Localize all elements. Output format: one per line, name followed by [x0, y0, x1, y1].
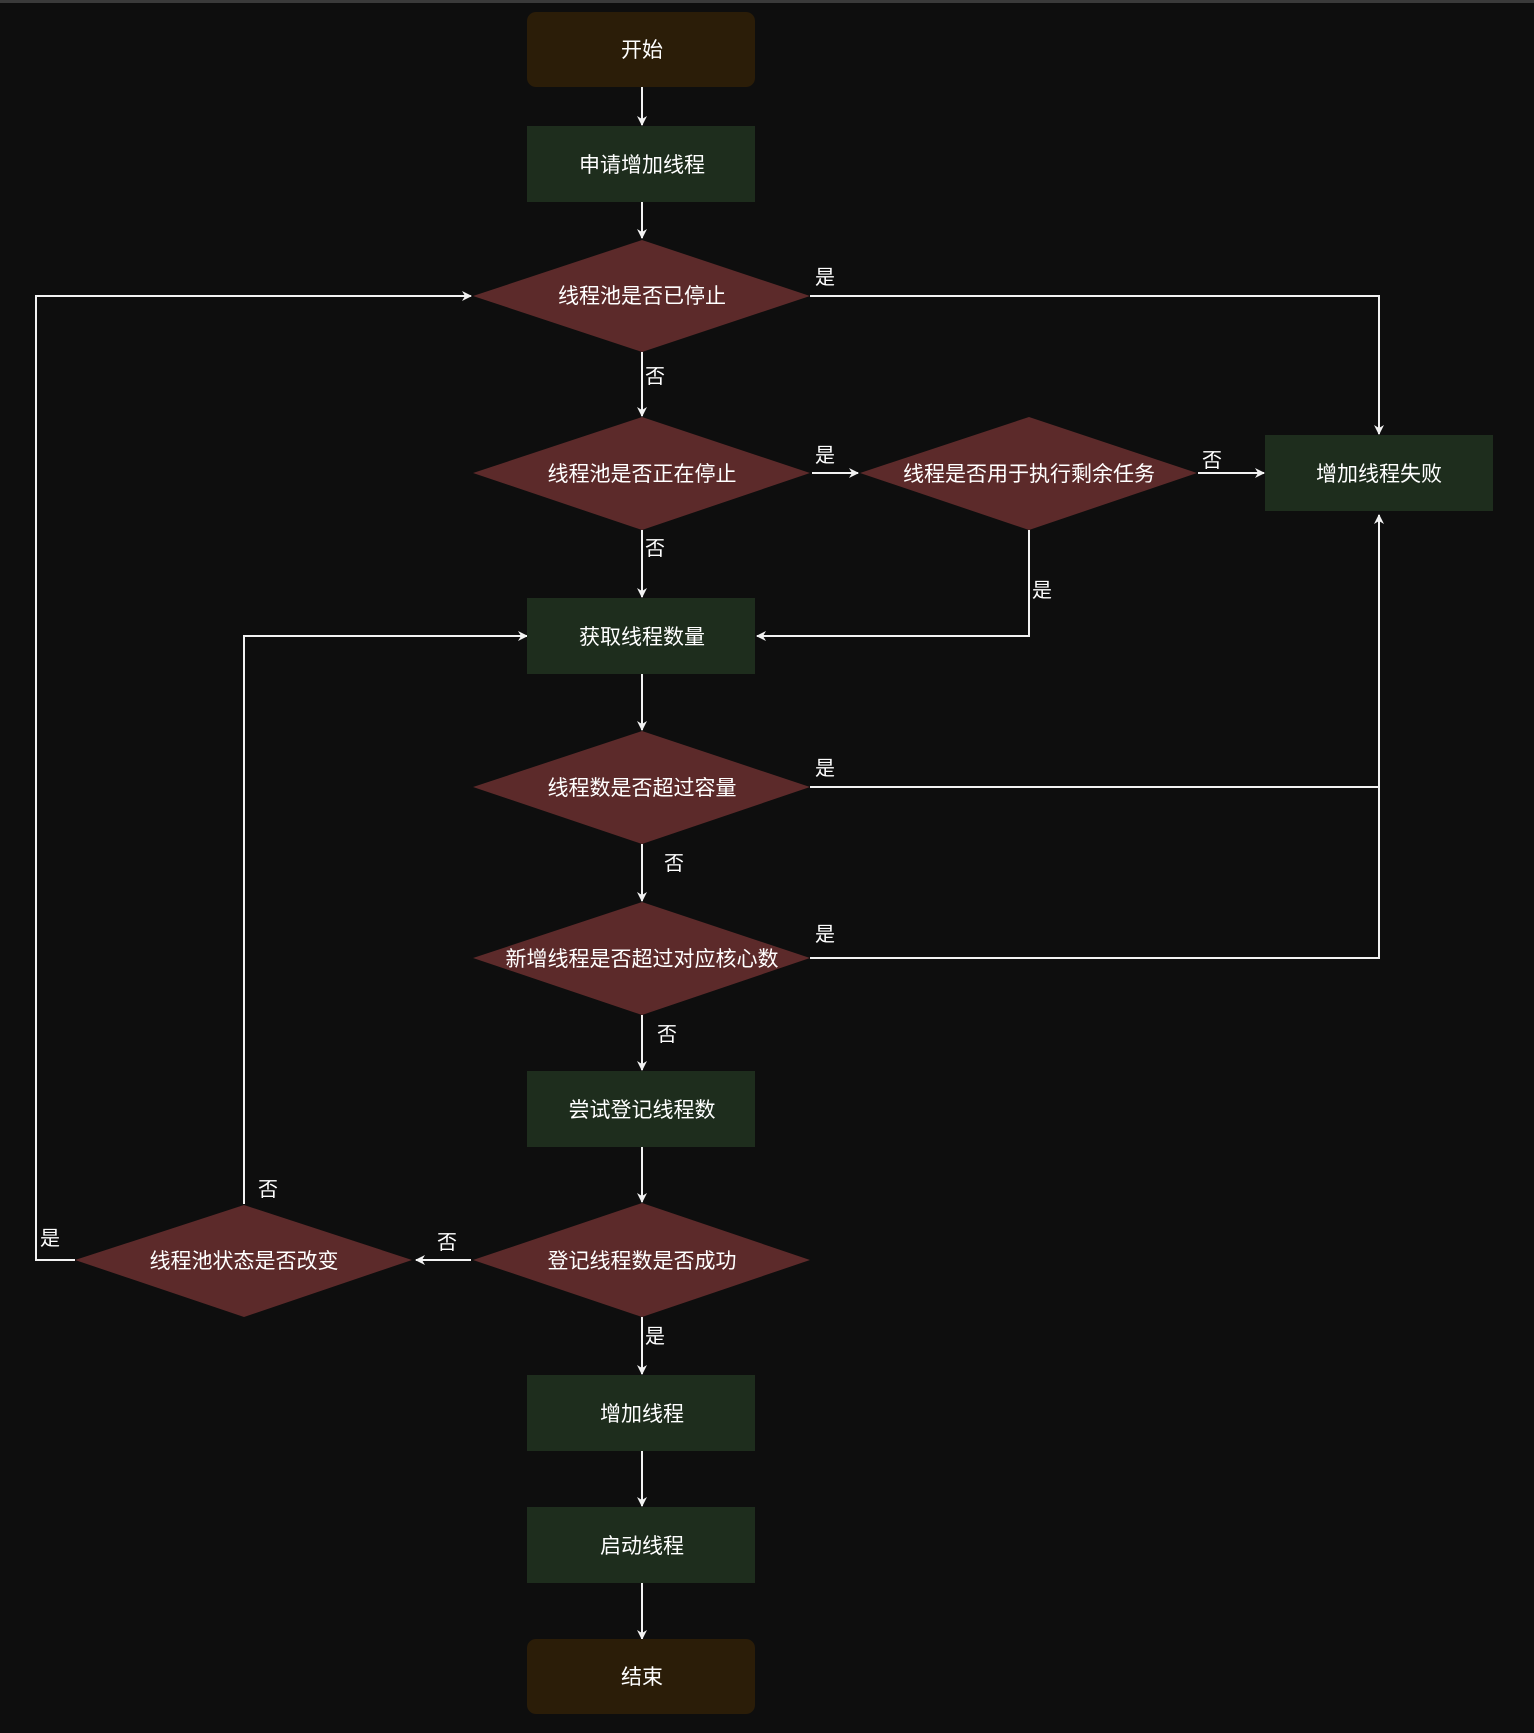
edge-label-state-yes: 是: [40, 1226, 60, 1250]
process-add-thread-failed: 增加线程失败: [1265, 435, 1493, 511]
edge-label-core-yes: 是: [815, 922, 835, 946]
flowchart: 开始 结束 申请增加线程 增加线程失败 获取线程数量 尝试登记线程数 增加线程 …: [35, 12, 1493, 1714]
process-try-register-count-label: 尝试登记线程数: [569, 1098, 716, 1122]
edge-labels: 是 否 是 否 否 是 是 否 是 否 否 是 否 是: [40, 265, 1222, 1348]
edge-label-capacity-yes: 是: [815, 756, 835, 780]
edge-remaining-getcount: [756, 530, 1030, 641]
edge-label-stopping-yes: 是: [815, 443, 835, 467]
edge-label-remaining-yes: 是: [1032, 578, 1052, 602]
process-apply-add-thread: 申请增加线程: [527, 126, 755, 202]
process-add-thread-label: 增加线程: [600, 1402, 684, 1426]
edge-label-stopped-yes: 是: [815, 265, 835, 289]
terminal-start: 开始: [527, 12, 755, 87]
decision-pool-state-changed-label: 线程池状态是否改变: [150, 1249, 339, 1273]
edge-core-failed: [810, 787, 1380, 959]
decision-count-exceeds-capacity-label: 线程数是否超过容量: [548, 776, 737, 800]
connectors: [35, 87, 1384, 1640]
decision-pool-stopped: 线程池是否已停止: [473, 240, 810, 352]
decision-count-exceeds-capacity: 线程数是否超过容量: [473, 731, 810, 844]
edge-label-state-no: 否: [258, 1177, 278, 1201]
decision-register-success-label: 登记线程数是否成功: [548, 1249, 737, 1273]
decision-new-exceeds-core-label: 新增线程是否超过对应核心数: [506, 947, 779, 971]
edge-label-stopping-no: 否: [645, 536, 665, 560]
edge-stopped-failed: [810, 295, 1384, 435]
edge-label-capacity-no: 否: [664, 851, 684, 875]
process-apply-add-thread-label: 申请增加线程: [579, 153, 705, 177]
edge-capacity-failed: [810, 514, 1384, 788]
edge-statechanged-stopped: [35, 291, 472, 1261]
decision-pool-state-changed: 线程池状态是否改变: [75, 1205, 412, 1317]
process-add-thread: 增加线程: [527, 1375, 755, 1451]
decision-register-success: 登记线程数是否成功: [473, 1203, 810, 1317]
edge-label-register-no: 否: [437, 1230, 457, 1254]
process-start-thread-label: 启动线程: [600, 1534, 684, 1558]
process-start-thread: 启动线程: [527, 1507, 755, 1583]
edge-statechanged-getcount: [243, 631, 528, 1204]
process-get-thread-count-label: 获取线程数量: [579, 625, 705, 649]
edge-label-remaining-no: 否: [1202, 448, 1222, 472]
terminal-end-label: 结束: [621, 1665, 663, 1689]
edge-label-stopped-no: 否: [645, 364, 665, 388]
process-add-thread-failed-label: 增加线程失败: [1316, 462, 1442, 486]
edge-label-register-yes: 是: [645, 1324, 665, 1348]
process-try-register-count: 尝试登记线程数: [527, 1071, 755, 1147]
decision-pool-stopping: 线程池是否正在停止: [473, 417, 810, 530]
decision-thread-for-remaining-tasks-label: 线程是否用于执行剩余任务: [903, 462, 1155, 486]
decision-pool-stopped-label: 线程池是否已停止: [558, 284, 726, 308]
decision-pool-stopping-label: 线程池是否正在停止: [548, 462, 737, 486]
edge-label-core-no: 否: [657, 1022, 677, 1046]
decision-new-exceeds-core: 新增线程是否超过对应核心数: [473, 902, 810, 1015]
terminal-start-label: 开始: [621, 38, 663, 62]
terminal-end: 结束: [527, 1639, 755, 1714]
process-get-thread-count: 获取线程数量: [527, 598, 755, 674]
decision-thread-for-remaining-tasks: 线程是否用于执行剩余任务: [860, 417, 1197, 530]
